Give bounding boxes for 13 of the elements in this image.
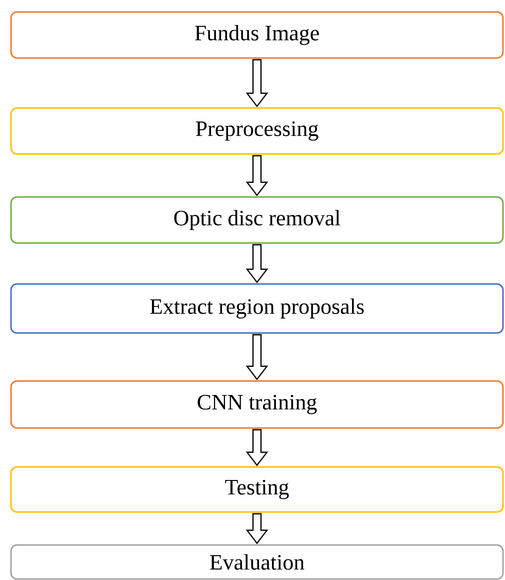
process-box: Extract region proposals xyxy=(10,283,504,334)
arrow xyxy=(246,334,268,380)
process-box: Preprocessing xyxy=(10,107,504,155)
arrow xyxy=(246,155,268,196)
arrow xyxy=(246,59,268,108)
process-box: Fundus Image xyxy=(10,11,504,59)
process-box: Evaluation xyxy=(10,544,504,580)
process-box: Optic disc removal xyxy=(10,196,504,244)
arrow xyxy=(246,244,268,284)
process-box: CNN training xyxy=(10,380,504,429)
arrow xyxy=(246,429,268,466)
arrow xyxy=(246,513,268,544)
process-box: Testing xyxy=(10,466,504,513)
